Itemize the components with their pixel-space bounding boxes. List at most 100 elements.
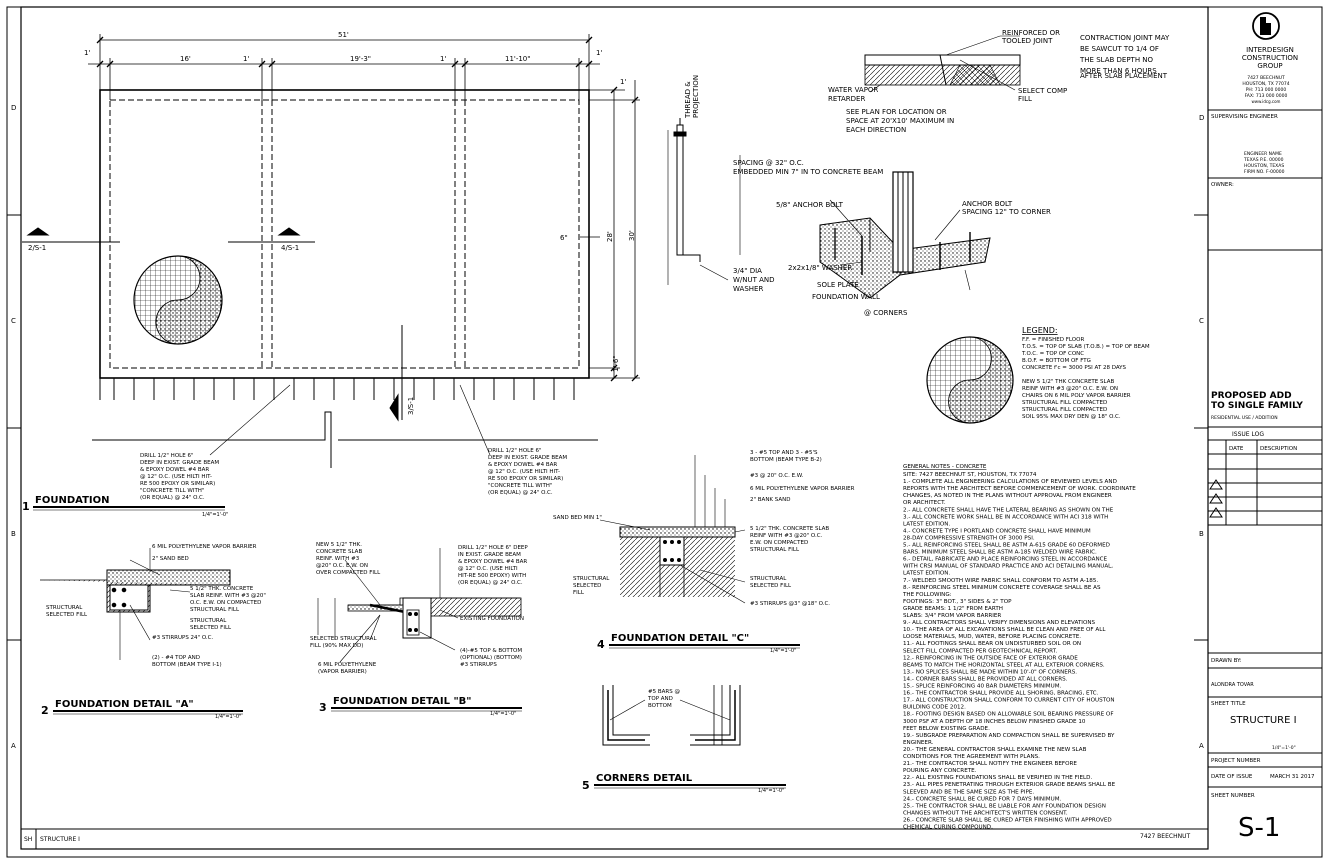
note-line: 2" BANK SAND [750,497,791,503]
general-note-line: BARS. MINIMUM STEEL SHALL BE ASTM A-185 … [903,550,1097,556]
note-line: ANCHOR BOLT [962,200,1013,208]
note-line: EXISTING FOUNDATION [460,616,524,622]
row-c-right: C [1199,317,1204,325]
foundation-plan [22,34,640,468]
general-note-line: 7.- WELDED SMOOTH WIRE FABRIC SHALL CONF… [903,578,1098,584]
legend-line: STRUCTURAL FILL COMPACTED [1022,400,1107,406]
foundation-plan-note-right: DRILL 1/2" HOLE 6" DEEP IN EXIST. GRADE … [488,448,567,496]
note-line: WATER VAPOR [828,86,878,94]
note-line: (2) - #4 TOP AND [152,655,200,661]
note-line: (VAPOR BARRIER) [318,669,367,675]
note-line: TOP AND [647,696,673,702]
dim-right-top: 1' [620,78,626,86]
legend-line: B.O.F. = BOTTOM OF FTG [1022,358,1091,364]
note-line: & EPOXY DOWEL #4 BAR [488,462,557,468]
note-line: RE 500 EPOXY OR SIMILAR) [488,476,563,482]
note-line: BOTTOM (BEAM TYPE B-2) [750,457,822,463]
note-line: 2" SAND BED [152,556,189,562]
general-note-line: 3000 PSF AT A DEPTH OF 18 INCHES BELOW F… [903,719,1086,725]
legend-line: T.O.C. = TOP OF CONC [1021,351,1084,357]
note-line: DEEP IN EXIST. GRADE BEAM [140,460,219,466]
engineer-line: TEXAS P.E. 00000 [1243,157,1284,163]
note-line: TOOLED JOINT [1001,37,1053,45]
issue-col-description: DESCRIPTION [1260,446,1297,452]
note-line: OVER COMPACTED FILL [316,570,381,576]
note-line: DRILL 1/2" HOLE 6" DEEP [458,545,528,551]
legend-line: STRUCTURAL FILL COMPACTED [1022,407,1107,413]
note-line: FILL [573,590,585,596]
note-line: 6 MIL POLYETHYLENE [318,662,377,668]
note-line: STRUCTURAL FILL [190,607,240,613]
note-line: RETARDER [828,95,865,103]
section-marker-2: 2/S-1 [28,244,46,252]
title-2-scale: 1/4"=1'-0" [215,714,241,720]
note-line: DRILL 1/2" HOLE 6" [488,448,541,454]
general-note-line: SLABS: 3/4" FROM VAPOR BARRIER [903,613,1001,619]
corners-detail-notes: #5 BARS @ TOP AND BOTTOM [647,689,680,709]
project-name-2: TO SINGLE FAMILY [1211,401,1303,411]
supervising-engineer-label: SUPERVISING ENGINEER [1211,114,1278,120]
footer-title: STRUCTURE I [40,836,80,843]
engineer-line: ENGINEER NAME [1244,151,1282,157]
section-marker-4: 4/S-1 [281,244,299,252]
note-line: @ CORNERS [864,309,908,317]
note-line: BOTTOM (BEAM TYPE I-1) [152,662,222,668]
note-line: SPACE AT 20'X10' MAXIMUM IN [846,117,954,125]
note-line: SELECTED FILL [46,612,88,618]
sheet-title-label: SHEET TITLE [1211,701,1246,707]
title-5: CORNERS DETAIL [596,773,693,784]
note-line: FILL [1018,95,1032,103]
note-line: REINF. WITH #3 [316,556,360,562]
title-1-scale: 1/4"=1'-0" [202,512,228,518]
note-line: #3 STIRRUPS [460,662,497,668]
general-note-line: CHANGES, AS NOTED IN THE PLANS WITHOUT A… [903,493,1112,499]
note-line: 5/8" ANCHOR BOLT [776,201,844,209]
note-line: STRUCTURAL [750,576,787,582]
note-line: FOUNDATION WALL [812,293,880,301]
general-note-line: SELECT FILL COMPACTED PER GEOTECHNICAL R… [903,648,1057,654]
general-note-line: 5.- ALL REINFORCING STEEL SHALL BE ASTM … [903,543,1110,549]
general-note-line: 14.- CORNER BARS SHALL BE PROVIDED AT AL… [903,677,1068,683]
general-note-line: 4.- CONCRETE TYPE I PORTLAND CONCRETE SH… [903,528,1091,534]
company-address: PH: 713 000 0000 [1246,87,1287,93]
general-note-line: 8.- REINFORCING STEEL MINIMUM CONCRETE C… [903,585,1101,591]
project-number-label: PROJECT NUMBER [1211,758,1261,764]
project-name-1: PROPOSED ADD [1211,391,1292,401]
note-line: "CONCRETE TILL WITH" [140,488,204,494]
general-note-line: BEAMS TO MATCH THE HORIZONTAL STEEL AT A… [903,662,1105,668]
legend-line: CONCRETE f'c = 3000 PSI AT 28 DAYS [1022,365,1127,371]
note-line: E.W. ON COMPACTED [750,540,808,546]
note-line: BOTTOM [648,703,672,709]
section-marker-3: 3/S-1 [407,397,415,415]
issue-col-date: DATE [1229,446,1244,452]
note-line: SLAB REINF. WITH #3 @20" [190,593,266,599]
note-line: EACH DIRECTION [846,126,906,134]
legend: LEGEND: F.F. = FINISHED FLOOR T.O.S. = T… [1021,326,1150,420]
note-line: (OR EQUAL) @ 24" O.C. [140,495,205,501]
row-b-left: B [11,530,16,538]
general-note-line: SLEEVED AND BE THE SAME SIZE AS THE PIPE… [903,789,1034,795]
owner-label: OWNER: [1211,182,1234,188]
engineer-line: HOUSTON, TEXAS [1244,163,1284,169]
note-line: 5 1/2" THK. CONCRETE [190,586,254,592]
dim-joint-2: 1' [440,55,446,63]
general-note-line: 28-DAY COMPRESSIVE STRENGTH OF 3000 PSI. [903,536,1035,542]
detail-b-drawing [317,548,522,663]
dim-vert-outer: 30' [628,230,636,241]
note-line: 6 MIL POLYETHYLENE VAPOR BARRIER [750,486,855,492]
sheet-title: STRUCTURE I [1230,715,1297,726]
note-line: SELECT COMP [1018,87,1067,95]
sheet-number-label: SHEET NUMBER [1211,793,1255,799]
sheet-title-scale: 1/4"=1'-0" [1272,745,1296,751]
note-line: #5 BARS @ [648,689,680,695]
detail-title-text: 1 FOUNDATION 1/4"=1'-0" 2 FOUNDATION DET… [22,495,796,794]
note-line: @20" O.C. E.W. ON [316,563,368,569]
row-d-right: D [1199,114,1204,122]
note-line: (4)-#5 TOP & BOTTOM [460,648,522,654]
note-line: (OPTIONAL) (BOTTOM) [460,655,522,661]
anchor-bolt-detail [667,118,991,299]
note-line: O.C. E.W. ON COMPACTED [190,600,261,606]
general-note-line: WITH CRSI MANUAL OF STANDARD PRACTICE AN… [903,564,1113,570]
general-note-line: REPORTS WITH THE ARCHITECT BEFORE COMMEN… [903,486,1136,492]
footer-code: SH [24,836,32,843]
